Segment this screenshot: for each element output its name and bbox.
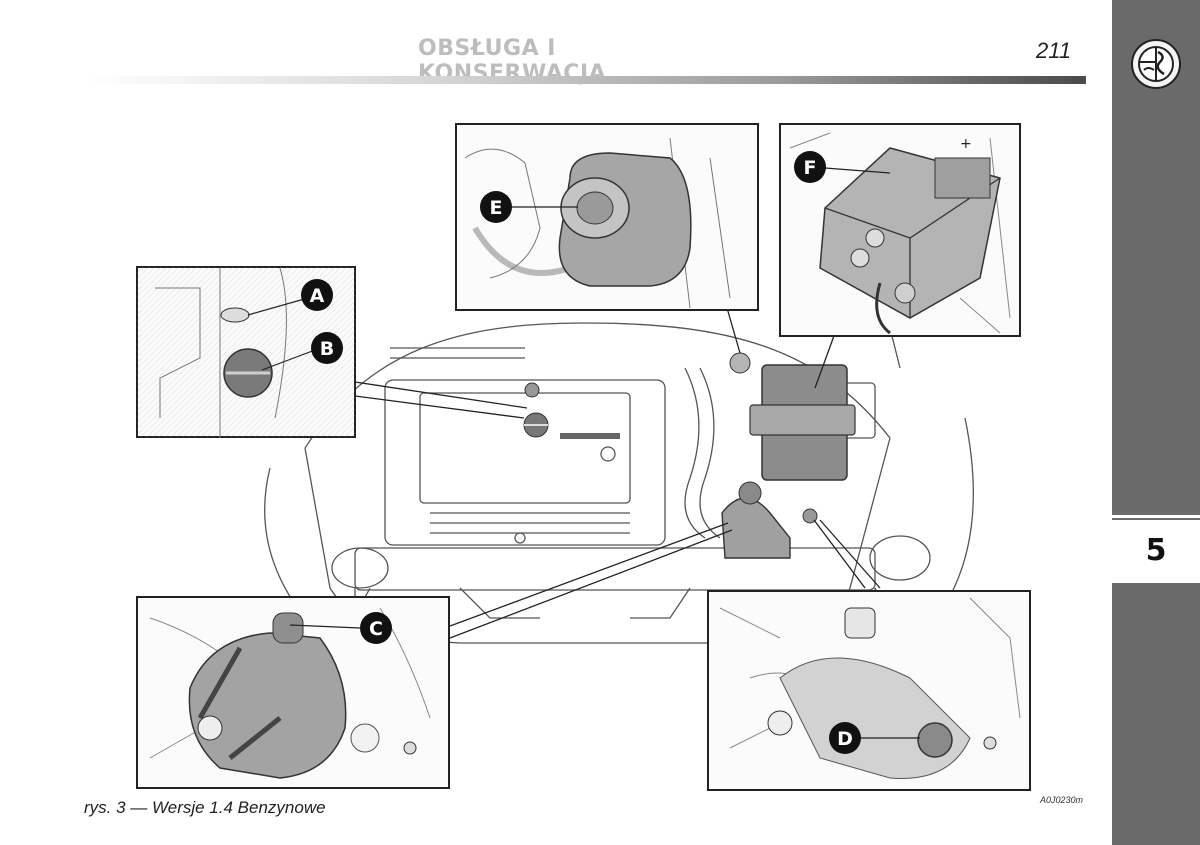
inset-battery: +: [779, 123, 1021, 337]
callout-c-label: C: [369, 618, 383, 640]
figure-caption: rys. 3 — Wersje 1.4 Benzynowe: [84, 798, 326, 817]
callout-d-label: D: [837, 728, 853, 750]
chapter-number: 5: [1145, 532, 1167, 568]
svg-text:+: +: [960, 136, 972, 152]
header-rule: [84, 76, 1086, 84]
chapter-tab[interactable]: 5: [1112, 520, 1200, 580]
figure-code: A0J0230m: [1040, 795, 1084, 805]
callout-c-badge: C: [360, 612, 392, 644]
side-bar-divider: [1112, 515, 1200, 518]
page-number: 211: [1036, 38, 1072, 63]
callout-b-label: B: [320, 338, 334, 360]
callout-f-label: F: [804, 157, 817, 179]
inset-brake-fluid-reservoir: [455, 123, 759, 311]
callout-e-badge: E: [480, 191, 512, 223]
callout-d-badge: D: [829, 722, 861, 754]
side-bar-divider: [1112, 580, 1200, 583]
callout-a-badge: A: [301, 279, 333, 311]
callout-e-label: E: [490, 197, 503, 219]
callout-b-badge: B: [311, 332, 343, 364]
leader-lines: [354, 300, 881, 639]
inset-washer-fluid-reservoir: [707, 590, 1031, 791]
inset-coolant-reservoir: [136, 596, 450, 789]
engine-bay-figure: + A B C: [136, 123, 1031, 791]
highlighted-components: [523, 352, 856, 559]
brand-logo-icon: [1131, 39, 1181, 89]
callout-a-label: A: [310, 285, 325, 307]
chapter-side-bar: [1112, 0, 1200, 845]
callout-f-badge: F: [794, 151, 826, 183]
